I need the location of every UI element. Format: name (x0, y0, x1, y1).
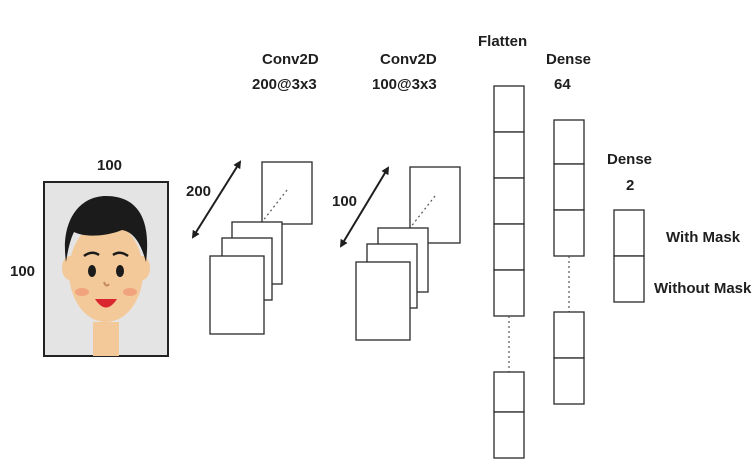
output-unit-with-mask (613, 209, 645, 257)
conv2-depth-arrow (339, 166, 390, 248)
dense1-unit (553, 163, 585, 211)
output-label-without-mask: Without Mask (654, 280, 752, 297)
input-height-label: 100 (10, 263, 35, 280)
dense2-units: 2 (626, 177, 634, 194)
conv1-depth-arrow (191, 160, 242, 239)
dense1-unit (553, 119, 585, 165)
flatten-unit (493, 269, 525, 317)
dense1-unit (553, 311, 585, 359)
flatten-layer (493, 85, 525, 459)
conv1-layer (191, 160, 313, 335)
conv1-dotted-link (261, 189, 288, 223)
conv2-layer (339, 166, 461, 341)
output-unit-without-mask (613, 255, 645, 303)
flatten-unit (493, 371, 525, 413)
flatten-unit (493, 177, 525, 225)
conv2-title: Conv2D (380, 51, 437, 68)
dense1-units: 64 (554, 76, 571, 93)
input-image (43, 181, 169, 357)
dense1-unit (553, 357, 585, 405)
output-label-with-mask: With Mask (666, 229, 741, 246)
dense1-title: Dense (546, 51, 591, 68)
conv1-feature-map (261, 161, 313, 225)
flatten-title: Flatten (478, 33, 527, 50)
flatten-unit (493, 131, 525, 179)
conv2-depth-label: 100 (332, 193, 357, 210)
conv1-subtitle: 200@3x3 (252, 76, 317, 93)
conv2-subtitle: 100@3x3 (372, 76, 437, 93)
dense1-layer (553, 119, 585, 405)
dense2-title: Dense (607, 151, 652, 168)
dense2-layer (613, 209, 645, 303)
conv1-depth-label: 200 (186, 183, 211, 200)
flatten-unit (493, 85, 525, 133)
dense1-unit (553, 209, 585, 257)
input-width-label: 100 (97, 157, 122, 174)
conv2-dotted-link (409, 195, 436, 229)
flatten-unit (493, 411, 525, 459)
conv2-feature-map (355, 261, 411, 341)
boy-face-icon (62, 196, 150, 356)
conv1-title: Conv2D (262, 51, 319, 68)
conv1-feature-map (209, 255, 265, 335)
flatten-unit (493, 223, 525, 271)
